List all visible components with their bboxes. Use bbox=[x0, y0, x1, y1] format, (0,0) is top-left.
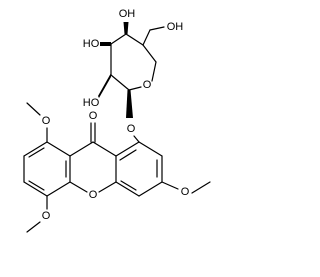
atom-label-glycosidic-oxygen: O bbox=[127, 123, 136, 135]
bond bbox=[115, 181, 140, 197]
bond bbox=[151, 61, 157, 82]
atom-label-xanthene-oxygen: O bbox=[89, 189, 98, 201]
bond bbox=[26, 221, 41, 233]
atom-label-ho-left-upper: HO bbox=[83, 38, 100, 50]
bond bbox=[46, 141, 71, 157]
atom-labels: OH HO HO OH O O O O O O O bbox=[42, 8, 190, 222]
atom-label-ho-left-lower: HO bbox=[83, 97, 100, 109]
atom-label-oh-top: OH bbox=[119, 8, 136, 20]
wedge-bond bbox=[126, 90, 133, 118]
wedge-bond bbox=[100, 42, 111, 46]
bond bbox=[191, 181, 211, 194]
bond bbox=[23, 141, 48, 157]
atom-label-methoxy-top-left: O bbox=[42, 115, 51, 127]
bond bbox=[138, 181, 163, 197]
bond bbox=[23, 181, 48, 197]
bond bbox=[69, 181, 88, 193]
bond bbox=[142, 44, 157, 63]
bond bbox=[26, 102, 41, 116]
atom-label-ch2oh: OH bbox=[167, 21, 184, 33]
bond bbox=[92, 141, 117, 157]
bond bbox=[161, 181, 179, 190]
bond bbox=[149, 26, 165, 31]
xanthone-core bbox=[23, 122, 163, 197]
atom-label-methoxy-bottom-left: O bbox=[42, 210, 51, 222]
chemical-structure-diagram: OH HO HO OH O O O O O O O bbox=[23, 8, 211, 233]
atom-label-carbonyl-oxygen: O bbox=[89, 110, 98, 122]
bond bbox=[128, 86, 142, 91]
glucose-ring bbox=[110, 33, 157, 91]
aromatic-inner-bond bbox=[28, 180, 45, 191]
bond bbox=[110, 74, 130, 91]
bond bbox=[98, 181, 117, 193]
wedge-bond bbox=[123, 22, 129, 34]
bond bbox=[138, 141, 163, 157]
bond bbox=[133, 135, 140, 143]
aromatic-inner-bond bbox=[28, 147, 45, 158]
bond bbox=[110, 33, 127, 45]
aromatic-inner-bond bbox=[119, 149, 137, 161]
bond bbox=[69, 141, 94, 157]
bond bbox=[46, 181, 71, 197]
atom-label-methoxy-right: O bbox=[181, 186, 190, 198]
glucose-substituents bbox=[98, 22, 165, 118]
aromatic-inner-bond bbox=[120, 180, 137, 191]
xanthone-substituents bbox=[26, 102, 211, 233]
bond bbox=[142, 29, 151, 46]
wedge-bond bbox=[98, 73, 111, 98]
bond bbox=[115, 141, 140, 157]
atom-label-ring-oxygen: O bbox=[143, 79, 152, 91]
bond bbox=[125, 33, 144, 46]
